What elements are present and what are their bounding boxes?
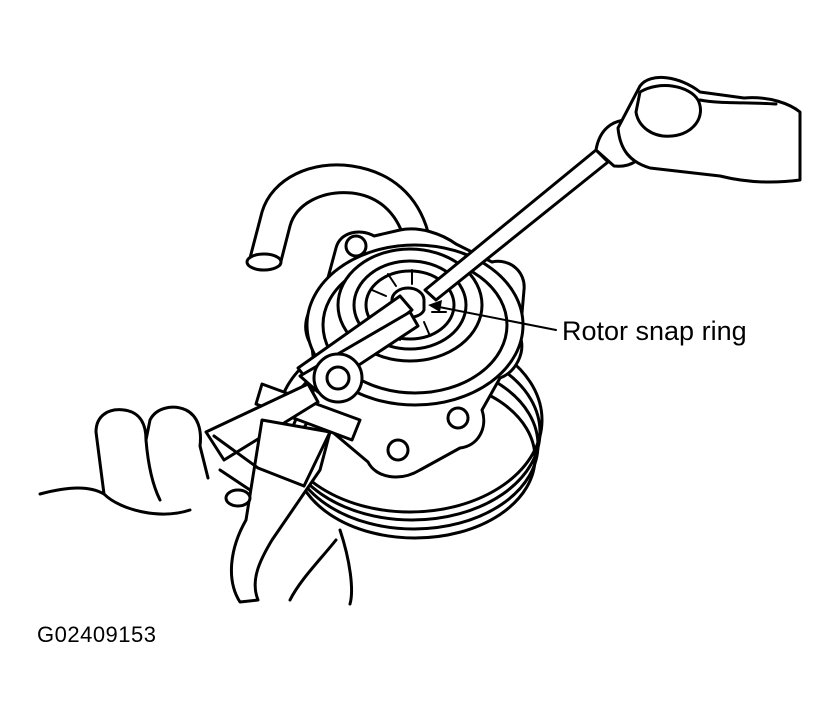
snap-ring-pliers (204, 294, 420, 604)
screwdriver (423, 75, 802, 302)
callout-leader (428, 300, 557, 331)
figure-code: G02409153 (37, 622, 157, 647)
hand (38, 405, 354, 606)
callout-rotor-snap-ring: Rotor snap ring (562, 316, 747, 346)
